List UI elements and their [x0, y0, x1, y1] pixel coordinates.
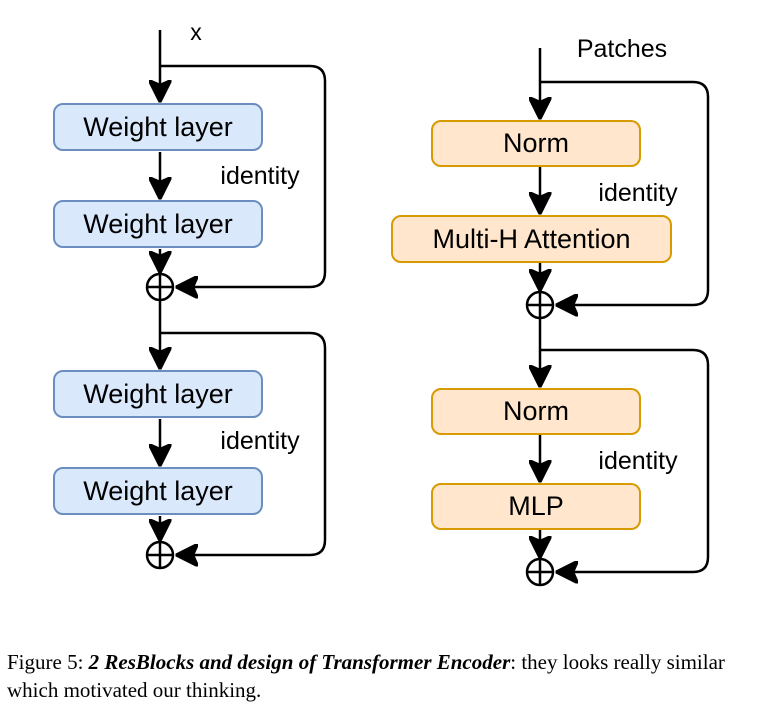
identity-label: identity	[220, 427, 300, 455]
skip-connection	[160, 331, 327, 555]
skip-connection	[540, 80, 710, 305]
caption-emphasis: 2 ResBlocks and design of Transformer En…	[88, 650, 511, 674]
weight-layer-box: Weight layer	[53, 370, 263, 418]
norm-box: Norm	[431, 120, 641, 167]
mlp-box: MLP	[431, 483, 641, 530]
left-resblock-connectors	[145, 30, 327, 570]
weight-layer-box: Weight layer	[53, 103, 263, 151]
add-circle-icon	[525, 290, 555, 320]
identity-label: identity	[598, 447, 678, 475]
input-label-patches: Patches	[576, 35, 668, 63]
skip-connection	[540, 348, 710, 572]
caption-suffix: : they looks really similar which motiva…	[7, 650, 725, 702]
multi-head-attention-box: Multi-H Attention	[391, 215, 672, 263]
weight-layer-box: Weight layer	[53, 467, 263, 515]
add-circle-icon	[145, 272, 175, 302]
add-circle-icon	[145, 540, 175, 570]
figure-caption: Figure 5: 2 ResBlocks and design of Tran…	[7, 648, 773, 704]
add-circle-icon	[525, 557, 555, 587]
skip-connection	[160, 64, 327, 287]
right-encoder-connectors	[525, 48, 710, 587]
caption-prefix: Figure 5:	[7, 650, 89, 674]
input-label-x: x	[190, 19, 202, 45]
weight-layer-box: Weight layer	[53, 200, 263, 248]
identity-label: identity	[598, 179, 678, 207]
diagram-connectors	[145, 30, 710, 587]
identity-label: identity	[220, 162, 300, 190]
norm-box: Norm	[431, 388, 641, 435]
